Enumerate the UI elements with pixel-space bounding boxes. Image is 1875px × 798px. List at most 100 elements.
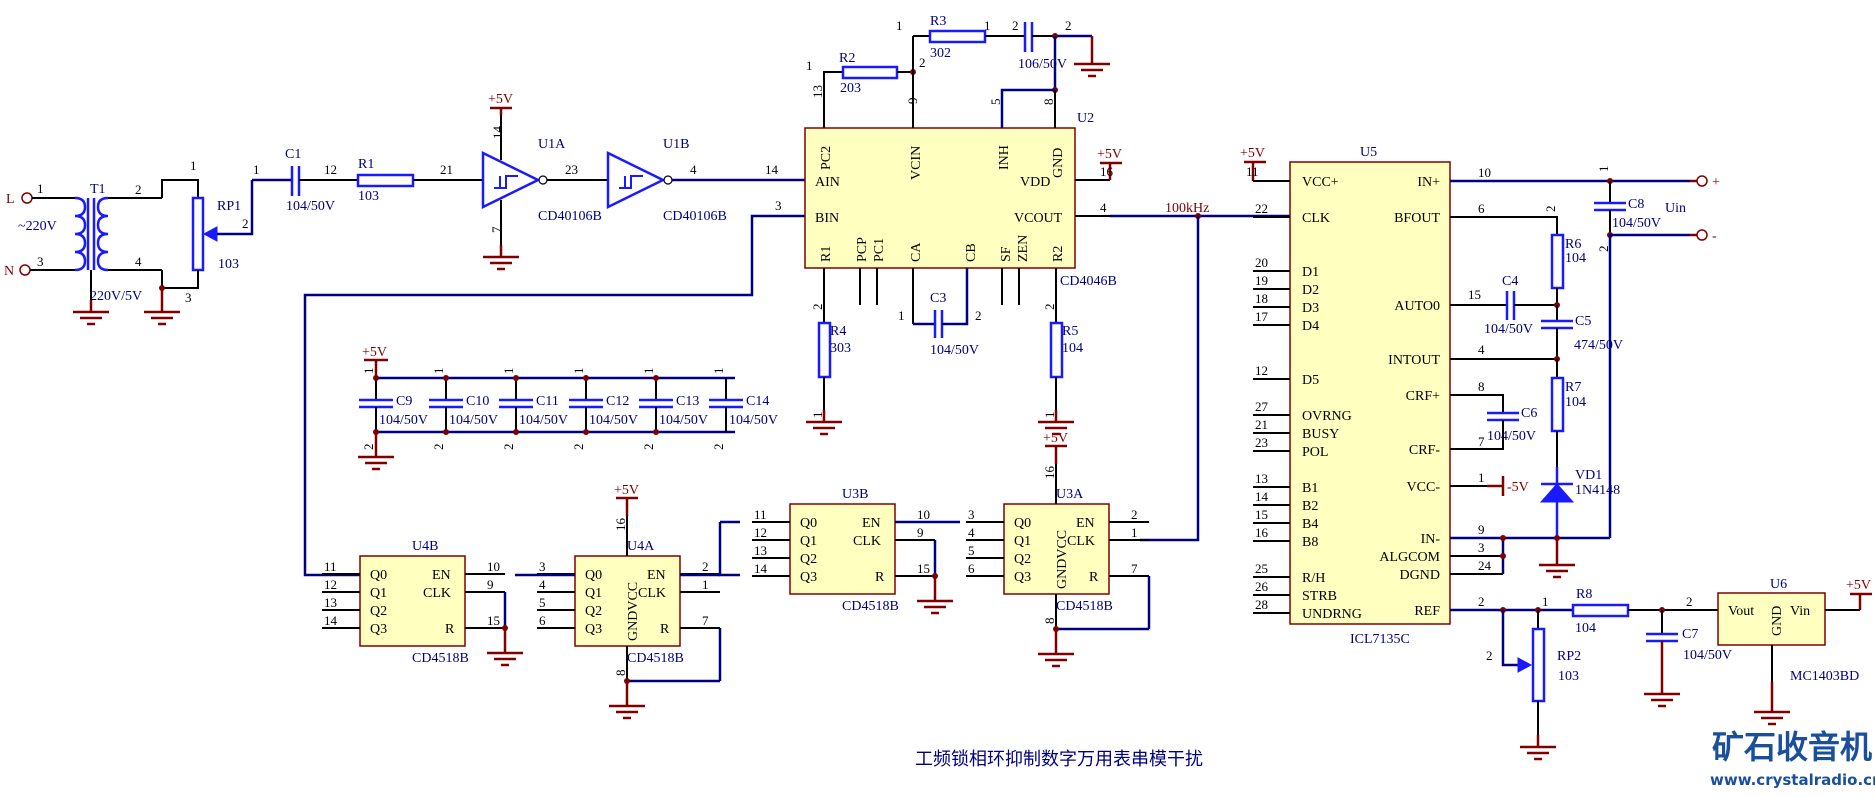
schmitt-inverter-U1A: +5V 14 7 U1A CD40106B 23	[481, 92, 608, 271]
U4B-ref: U4B	[412, 539, 438, 554]
pin-label: 1	[810, 412, 825, 419]
pin-label: 28	[1255, 597, 1268, 612]
U2-pin-GND: GND	[1051, 148, 1066, 178]
pin-Q3: Q3	[585, 622, 602, 637]
C1-ref: C1	[285, 147, 301, 162]
U1A-ref: U1A	[538, 137, 566, 152]
U5-pin-UNDRNG: UNDRNG	[1302, 607, 1362, 622]
U6-part: MC1403BD	[1790, 669, 1859, 684]
pin-label: 2	[361, 444, 376, 451]
ground-icon	[915, 587, 955, 615]
U5-pin-B2: B2	[1302, 499, 1318, 514]
pin-label: 7	[489, 226, 504, 233]
cap-value: 104/50V	[449, 413, 498, 428]
pin-label: 2	[702, 559, 709, 574]
U2-pin-VCIN: VCIN	[909, 146, 924, 180]
U1B-ref: U1B	[663, 137, 689, 152]
RP2-value: 103	[1558, 669, 1579, 684]
pin-label: 21	[1255, 417, 1268, 432]
transformer-T1: T1 220V/5V 2 4	[71, 182, 162, 326]
terminal-N-label: N	[4, 264, 14, 279]
pin-label: 2	[1012, 18, 1019, 33]
R1-value: 103	[358, 189, 379, 204]
U1A-part: CD40106B	[538, 209, 602, 224]
secondary-coil-icon	[96, 196, 109, 272]
RP1-value: 103	[218, 257, 239, 272]
resistor-R5	[1049, 321, 1064, 379]
pin-label: 1	[361, 368, 376, 375]
pin-label: 14	[490, 126, 505, 140]
pin-label: 2	[1486, 648, 1493, 663]
R4-ref: R4	[830, 324, 846, 339]
pin-label: 20	[1255, 255, 1268, 270]
resistor-R6	[1550, 233, 1565, 290]
pin-label: 21	[440, 162, 453, 177]
terminal-N[interactable]	[19, 264, 31, 276]
supply-label: +5V	[1043, 431, 1068, 446]
RP1-ref: RP1	[217, 199, 241, 214]
U2-bottom-network: R4 303 2 1 C3 104/50V 1 2 R5 104 2 1	[804, 268, 1083, 436]
pin-label: 1	[1131, 525, 1138, 540]
pin-Q3: Q3	[800, 570, 817, 585]
pin-label: 3	[1478, 540, 1485, 555]
primary-coil-icon	[74, 196, 87, 272]
pin-label: 1	[431, 368, 446, 375]
U5-pin-BUSY: BUSY	[1302, 427, 1339, 442]
pin-label: 2	[1596, 246, 1611, 253]
pin-label: 8	[613, 670, 628, 677]
U6-pin-Vout: Vout	[1728, 604, 1754, 619]
R7-value: 104	[1565, 395, 1586, 410]
U2-pin-VCOUT: VCOUT	[1014, 211, 1063, 226]
pin-Q2: Q2	[1014, 552, 1031, 567]
pin-label: 4	[1100, 200, 1107, 215]
pin-label: 4	[968, 525, 975, 540]
pin-label: 1	[641, 368, 656, 375]
pin-Q0: Q0	[800, 516, 817, 531]
T1-ref: T1	[90, 182, 106, 197]
pin-label: 15	[1255, 507, 1268, 522]
pin-label: 16	[1042, 466, 1057, 480]
neg-supply-label: -5V	[1507, 480, 1529, 495]
net-label-100khz: 100kHz	[1165, 201, 1209, 216]
chip-U4B	[359, 555, 466, 647]
pin-label: 22	[1255, 201, 1268, 216]
ground-icon	[1518, 733, 1558, 761]
pin-label: 4	[1478, 342, 1485, 357]
pin-label: 9	[1478, 522, 1485, 537]
pin-label: 10	[917, 507, 930, 522]
pin-Q2: Q2	[370, 604, 387, 619]
pin-label: 7	[702, 613, 709, 628]
pin-label: 7	[1131, 561, 1138, 576]
pin-CLK: CLK	[423, 586, 451, 601]
resistor-R4	[817, 321, 832, 379]
T1-rating: 220V/5V	[90, 289, 142, 304]
schmitt-trigger-icon	[481, 150, 541, 210]
U5-pin-VCC: VCC+	[1302, 175, 1339, 190]
chip-U5: U5 ICL7135C +5V 11 VCC+22CLK20D119D218D3…	[1240, 145, 1491, 647]
C7-value: 104/50V	[1683, 648, 1732, 663]
pin-Q0: Q0	[1014, 516, 1031, 531]
U4A-ref: U4A	[627, 539, 655, 554]
feedback-net	[303, 214, 805, 577]
cap-ref: C9	[396, 394, 412, 409]
U5-pin-VCC: VCC-	[1407, 480, 1441, 495]
pin-label: 11	[324, 559, 337, 574]
terminal-uin-minus[interactable]	[1696, 229, 1708, 241]
ground-icon	[485, 639, 525, 667]
pin-label: 11	[1246, 164, 1259, 179]
terminal-uin-plus[interactable]	[1696, 175, 1708, 187]
U5-pin-D4: D4	[1302, 319, 1319, 334]
supply-label: +5V	[1846, 578, 1871, 593]
pin-Q1: Q1	[370, 586, 387, 601]
terminal-L[interactable]	[21, 192, 33, 204]
pin-Q0: Q0	[370, 568, 387, 583]
pin-label: 3	[775, 198, 782, 213]
pin-label: 2	[1686, 594, 1693, 609]
pin-label: 2	[571, 444, 586, 451]
watermark-url: www.crystalradio.cn	[1710, 771, 1875, 789]
pin-label: 15	[487, 613, 500, 628]
pin-label: 1	[898, 308, 905, 323]
pin-label: 1	[571, 368, 586, 375]
C1-value: 104/50V	[286, 199, 335, 214]
U5-pin-DGND: DGND	[1400, 568, 1440, 583]
